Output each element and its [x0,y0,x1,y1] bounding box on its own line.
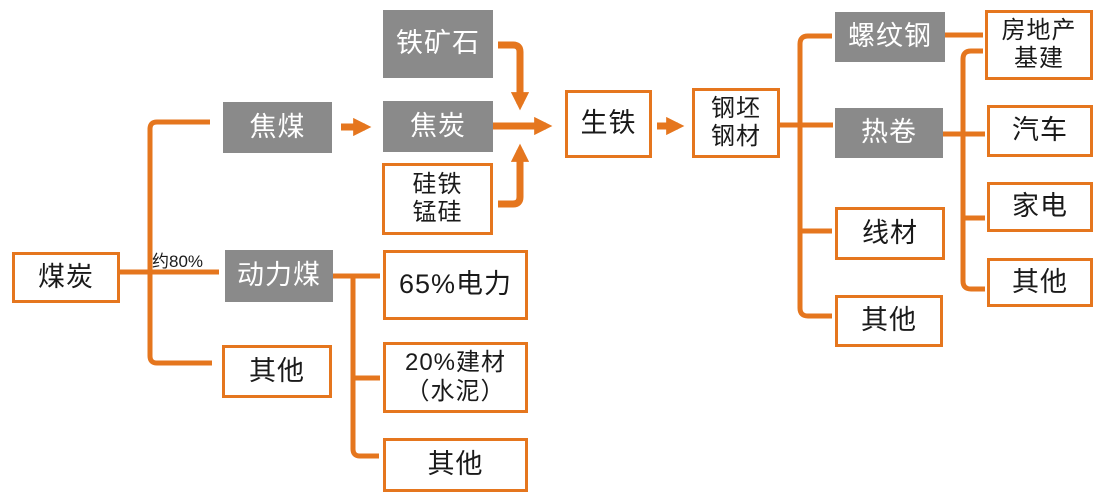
node-power: 65%电力 [383,250,528,320]
node-hot-rolled-coil: 热卷 [835,108,943,158]
node-thermal-other: 其他 [383,438,528,492]
node-steel-billet: 钢坯 钢材 [692,88,780,158]
node-ferroalloys: 硅铁 锰硅 [382,163,493,235]
node-home-appliance: 家电 [987,182,1093,232]
node-rebar: 螺纹钢 [835,12,945,62]
node-coking-coal: 焦煤 [223,102,332,153]
node-iron-ore: 铁矿石 [383,10,493,78]
edge-steel-bracket [797,33,832,319]
node-steel-other: 其他 [835,295,943,347]
node-coke: 焦炭 [383,101,493,152]
node-pig-iron: 生铁 [565,90,652,158]
edge-thermalcoal-bus [350,276,379,459]
node-wire-rod: 线材 [835,207,945,260]
edge-coal-bracket [147,119,212,366]
edge-enduse-bracket [960,48,985,292]
node-coal: 煤炭 [12,252,120,303]
node-auto: 汽车 [987,105,1093,157]
coal-split-share-label: 约80% [152,252,204,271]
node-thermal-coal: 动力煤 [225,250,333,302]
node-real-estate-infra: 房地产 基建 [985,10,1093,80]
node-building-materials: 20%建材 （水泥） [383,342,528,413]
arrow-ironore-down [498,41,530,111]
arrow-ferroalloys-up [498,143,530,208]
node-end-use-other: 其他 [987,258,1093,307]
node-coal-other: 其他 [222,345,332,398]
